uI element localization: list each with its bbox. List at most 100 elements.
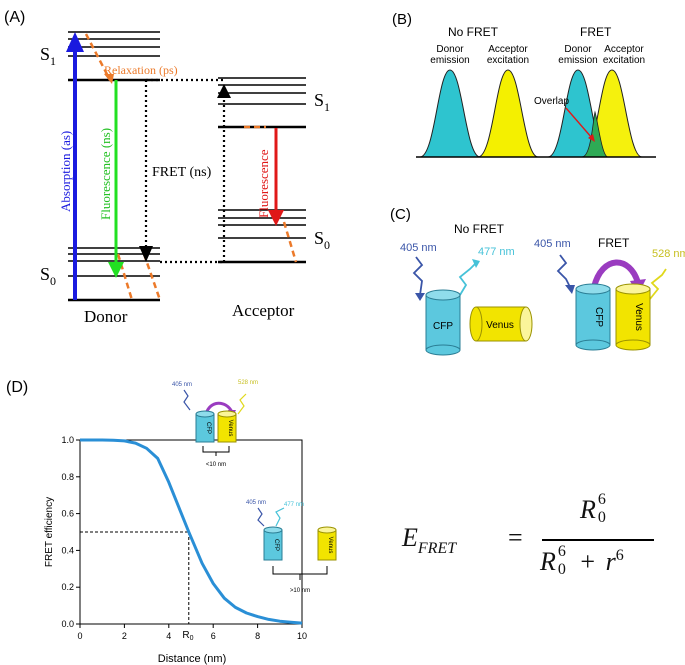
x-tick-label: 8	[255, 631, 260, 641]
donor-s1-label: S1	[40, 44, 56, 68]
acceptor-label: Acceptor	[232, 301, 295, 320]
acceptor-excitation-label-a: Acceptor	[488, 44, 528, 55]
venus-label-a: Venus	[486, 320, 514, 331]
inset-bottom-distance: >10 nm	[290, 588, 310, 594]
fret-transfer-arc	[591, 259, 641, 288]
y-axis-label: FRET efficiency	[44, 497, 55, 567]
excitation-squiggle-a	[412, 256, 424, 296]
acceptor-fluorescence-label: Fluorescence	[256, 149, 271, 218]
relaxation-label: Relaxation (ps)	[104, 63, 178, 77]
y-tick-label: 0.4	[61, 545, 74, 555]
donor-fluorescence-arrow	[108, 80, 124, 278]
cfp-cylinder-b	[575, 283, 611, 351]
y-tick-label: 0.6	[61, 509, 74, 519]
overlap-pointer-head	[588, 134, 595, 142]
inset-top-405: 405 nm	[172, 382, 192, 388]
x-tick-label: 0	[77, 631, 82, 641]
x-tick-label: 4	[166, 631, 171, 641]
absorption-arrow	[66, 32, 84, 300]
chart-axes: 0 2 4 6 8 10 0.0 0.2 0.4 0.6 0.8 1.0	[61, 435, 307, 641]
donor-emission-label-a: Donor	[436, 44, 464, 55]
panel-b-label: (B)	[392, 11, 412, 28]
equation-equals: =	[508, 523, 523, 552]
donor-emission-label-c: Donor	[564, 44, 592, 55]
wavelength-405-b: 405 nm	[534, 238, 571, 250]
acceptor-fluorescence-arrow	[268, 128, 284, 226]
inset-bottom-venus: Venus	[327, 537, 333, 554]
inset-bottom-cfp: CFP	[273, 539, 279, 551]
venus-label-b: Venus	[633, 303, 644, 331]
x-tick-label: 6	[211, 631, 216, 641]
wavelength-405-a: 405 nm	[400, 242, 437, 254]
x-tick-label: 2	[122, 631, 127, 641]
acceptor-excitation-peak-nofret	[477, 69, 539, 158]
donor-emission-label-b: emission	[430, 55, 469, 66]
inset-top-cfp: CFP	[205, 422, 211, 434]
acceptor-excitation-label-b: excitation	[487, 55, 529, 66]
inset-bottom-405: 405 nm	[246, 500, 266, 506]
fret-down-arrowhead	[139, 246, 153, 262]
x-axis-label: Distance (nm)	[158, 653, 226, 665]
y-tick-label: 1.0	[61, 435, 74, 445]
no-fret-c-title: No FRET	[454, 222, 505, 236]
no-fret-title: No FRET	[448, 25, 499, 39]
efficiency-curve	[80, 438, 303, 625]
chart-series	[80, 438, 303, 625]
acceptor-s1-label: S1	[314, 90, 330, 114]
fret-up-arrowhead	[217, 84, 231, 98]
inset-close-proteins: 405 nm 528 nm CFP Venus <10 nm	[172, 380, 258, 468]
donor-label: Donor	[84, 307, 128, 326]
donor-s1-levels	[68, 31, 160, 82]
overlap-region	[581, 110, 609, 158]
excitation-squiggle-b	[556, 254, 571, 288]
acceptor-s1-levels	[218, 77, 306, 129]
fret-transfer-lines	[144, 78, 226, 264]
donor-s0-levels	[68, 247, 160, 302]
inset-bottom-477: 477 nm	[284, 502, 304, 508]
y-tick-label: 0.8	[61, 472, 74, 482]
donor-emission-peak-nofret	[419, 69, 481, 158]
fret-title: FRET	[580, 25, 612, 39]
y-tick-label: 0.2	[61, 582, 74, 592]
excitation-arrow-a	[415, 293, 425, 301]
inset-top-528: 528 nm	[238, 380, 258, 386]
equation-lhs: EFRET	[402, 523, 457, 557]
wavelength-528: 528 nm	[652, 248, 685, 260]
emission-squiggle-528	[649, 268, 667, 300]
inset-top-venus: Venus	[227, 420, 233, 437]
cfp-cylinder-a	[425, 289, 461, 356]
venus-cylinder-b	[615, 283, 651, 351]
panel-a-label: (A)	[4, 9, 25, 26]
absorption-label: Absorption (as)	[58, 131, 73, 212]
donor-fluorescence-label: Fluorescence (ns)	[98, 128, 113, 220]
donor-relaxation-arrows	[84, 33, 162, 301]
x-tick-label: 10	[297, 631, 307, 641]
y-tick-label: 0.0	[61, 619, 74, 629]
excitation-arrow-b	[565, 285, 575, 294]
inset-top-distance: <10 nm	[206, 462, 226, 468]
emission-squiggle-477	[458, 262, 477, 296]
acceptor-excitation-label-c: Acceptor	[604, 44, 644, 55]
fret-label: FRET (ns)	[152, 165, 212, 180]
venus-cylinder-a	[469, 306, 533, 342]
overlap-label: Overlap	[534, 96, 569, 107]
acceptor-excitation-label-d: excitation	[603, 55, 645, 66]
acceptor-s0-levels	[218, 209, 306, 264]
cfp-venus-panel: (C) No FRET FRET 405 nm 477 nm CFP Venus…	[390, 206, 685, 356]
panel-c-label: (C)	[390, 206, 411, 223]
equation-fraction-bar	[542, 539, 654, 541]
wavelength-477: 477 nm	[478, 246, 515, 258]
acceptor-s0-label: S0	[314, 228, 330, 252]
cfp-label-b: CFP	[593, 307, 604, 327]
r0-label: R0	[182, 630, 193, 642]
donor-emission-label-d: emission	[558, 55, 597, 66]
jablonski-diagram: (A) S1 S0 S1 S0 Absorption (a	[4, 9, 330, 326]
emission-arrow-477	[472, 259, 480, 268]
cfp-label-a: CFP	[433, 321, 453, 332]
acceptor-relaxation-arrows	[244, 125, 298, 263]
relaxation-arrowhead-1	[104, 74, 114, 84]
